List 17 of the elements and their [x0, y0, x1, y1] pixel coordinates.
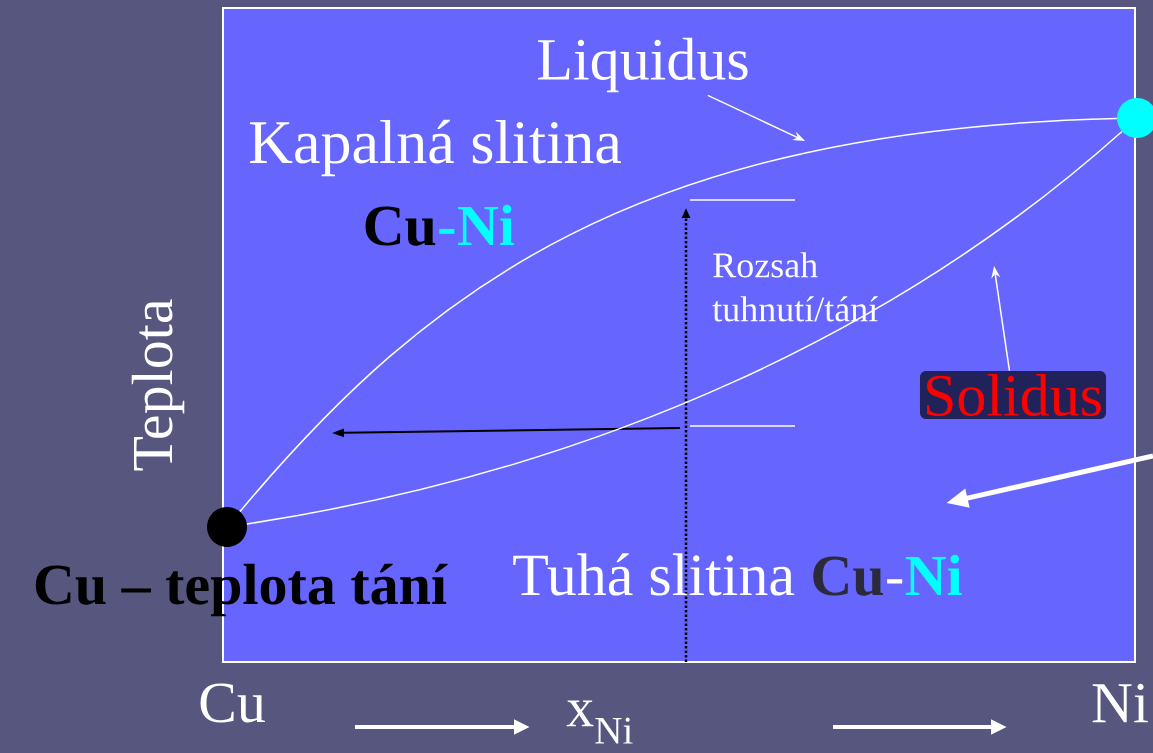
element-symbol: Cu [813, 556, 883, 596]
region-label: Tuhá slitina [513, 553, 795, 596]
axis-title: x$_{Ni}$ [566, 700, 633, 744]
region-label: Kapalná slitina [250, 119, 621, 177]
element-symbol: Ni [905, 554, 962, 595]
axis-label: Ni [1092, 683, 1148, 723]
hyphen: - [439, 228, 455, 234]
curve-label: Solidus [920, 370, 1107, 420]
point-marker [207, 507, 247, 547]
element-symbol: Ni [458, 204, 515, 245]
point-marker [1117, 98, 1153, 138]
axis-label: Cu [200, 683, 265, 723]
hyphen: - [887, 579, 903, 584]
annotation-text: Rozsah tuhnutí/tání [712, 252, 878, 322]
axis-title: Teplota [131, 299, 185, 471]
curve-label: Liquidus [538, 37, 748, 93]
element-symbol: Cu [365, 206, 436, 246]
